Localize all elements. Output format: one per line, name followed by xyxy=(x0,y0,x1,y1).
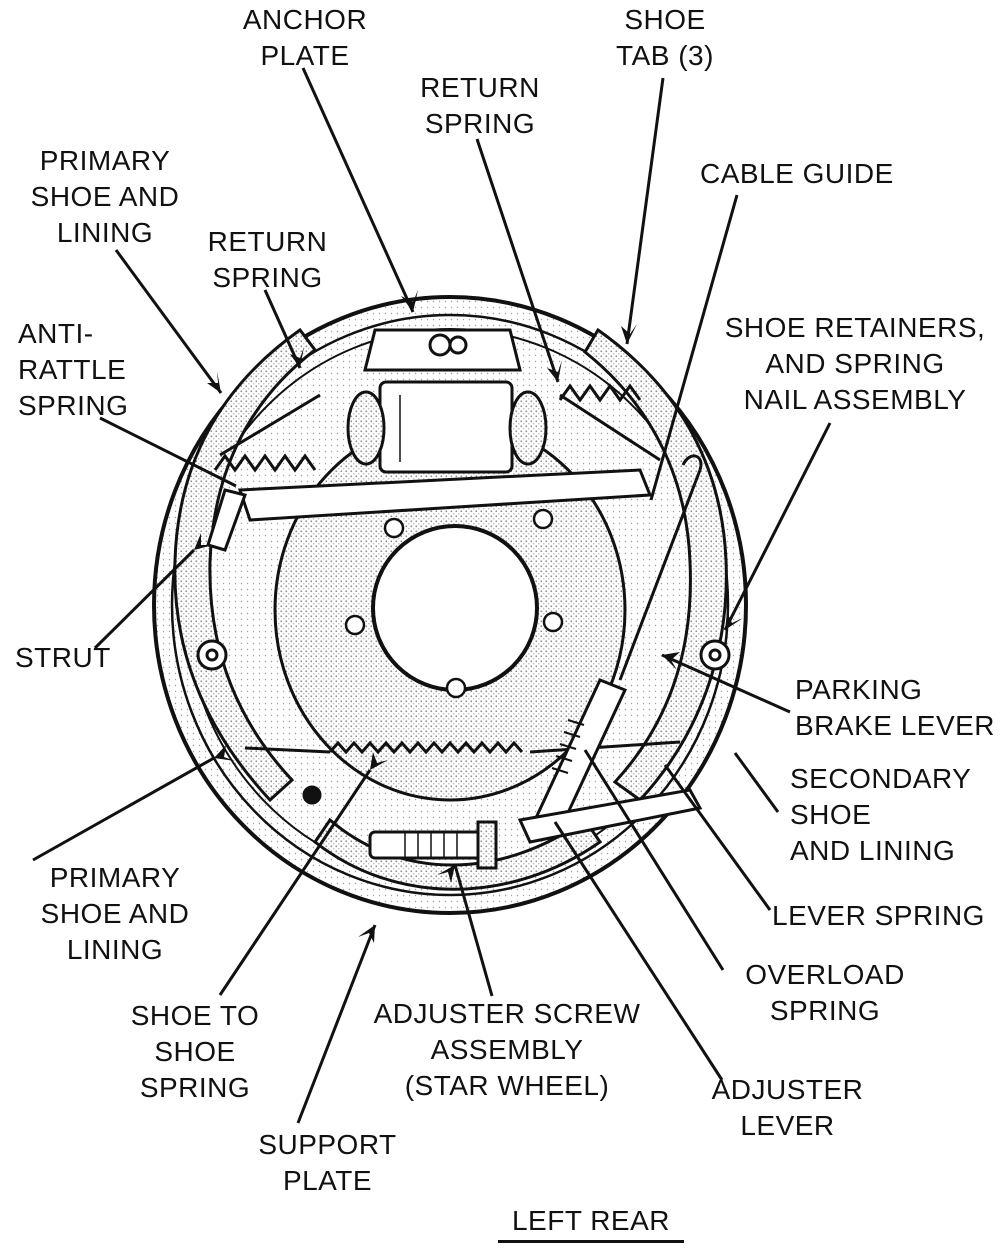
label-primary-shoe-bottom-line3: LINING xyxy=(66,934,164,965)
label-anchor-plate: ANCHOR PLATE xyxy=(225,2,385,74)
label-shoe-retainers-line2: AND SPRING xyxy=(765,348,945,379)
label-shoe-retainers-line1: SHOE RETAINERS, xyxy=(724,312,986,343)
label-lever-spring-line1: LEVER SPRING xyxy=(772,900,985,931)
label-shoe-to-shoe-line2: SHOE xyxy=(154,1036,236,1067)
label-return-spring-top-line1: RETURN xyxy=(420,72,540,103)
label-shoe-tab-line2: TAB (3) xyxy=(616,40,714,71)
label-shoe-retainers-line3: NAIL ASSEMBLY xyxy=(743,384,967,415)
label-shoe-to-shoe-line1: SHOE TO xyxy=(130,1000,260,1031)
label-cable-guide: CABLE GUIDE xyxy=(700,156,894,192)
label-adjuster-screw-line2: ASSEMBLY xyxy=(430,1034,584,1065)
label-anchor-plate-line2: PLATE xyxy=(260,40,350,71)
label-cable-guide-line1: CABLE GUIDE xyxy=(700,158,894,189)
label-adjuster-lever-line2: LEVER xyxy=(740,1110,835,1141)
label-primary-shoe-top-line2: SHOE AND xyxy=(30,181,180,212)
return-springs xyxy=(213,383,661,473)
label-overload-spring-line2: SPRING xyxy=(769,995,881,1026)
label-return-spring-left-line2: SPRING xyxy=(212,262,323,293)
shoe-retainers xyxy=(196,639,731,805)
label-primary-shoe-top-line3: LINING xyxy=(56,217,154,248)
label-secondary-shoe-line3: AND LINING xyxy=(790,835,956,866)
caption-left-rear: LEFT REAR xyxy=(511,1205,671,1236)
label-secondary-shoe: SECONDARY SHOE AND LINING xyxy=(790,761,971,869)
hub xyxy=(273,418,627,802)
parking-brake-mechanism xyxy=(517,454,703,844)
shoe-to-shoe-spring xyxy=(244,740,681,755)
label-adjuster-lever-line1: ADJUSTER xyxy=(711,1074,864,1105)
label-adjuster-screw: ADJUSTER SCREW ASSEMBLY (STAR WHEEL) xyxy=(362,996,652,1104)
label-support-plate-line1: SUPPORT xyxy=(258,1129,397,1160)
leader-lines xyxy=(32,67,832,1124)
label-secondary-shoe-line1: SECONDARY xyxy=(790,763,972,794)
label-return-spring-left-line1: RETURN xyxy=(207,226,328,257)
wheel-cylinder xyxy=(346,380,548,474)
anchor-plate xyxy=(363,328,522,372)
label-parking-brake-lever: PARKING BRAKE LEVER xyxy=(795,672,995,744)
label-secondary-shoe-line2: SHOE xyxy=(790,799,872,830)
label-lever-spring: LEVER SPRING xyxy=(772,898,985,934)
label-parking-brake-line1: PARKING xyxy=(795,674,923,705)
label-primary-shoe-top-line1: PRIMARY xyxy=(39,145,171,176)
label-anti-rattle-line1: ANTI- xyxy=(18,318,94,349)
label-primary-shoe-top: PRIMARY SHOE AND LINING xyxy=(15,143,195,251)
strut xyxy=(206,468,653,552)
label-strut: STRUT xyxy=(15,640,111,676)
label-anti-rattle-spring: ANTI- RATTLE SPRING xyxy=(18,316,128,424)
caption-underline xyxy=(498,1240,684,1243)
label-parking-brake-line2: BRAKE LEVER xyxy=(795,710,996,741)
label-return-spring-top-line2: SPRING xyxy=(424,108,536,139)
label-shoe-to-shoe-spring: SHOE TO SHOE SPRING xyxy=(120,998,270,1106)
label-shoe-retainers: SHOE RETAINERS, AND SPRING NAIL ASSEMBLY xyxy=(715,310,995,418)
label-adjuster-lever: ADJUSTER LEVER xyxy=(700,1072,875,1144)
label-shoe-tab-line1: SHOE xyxy=(624,4,706,35)
label-shoe-tab: SHOE TAB (3) xyxy=(600,2,730,74)
label-adjuster-screw-line1: ADJUSTER SCREW xyxy=(373,998,641,1029)
label-return-spring-left: RETURN SPRING xyxy=(195,224,340,296)
label-overload-spring-line1: OVERLOAD xyxy=(745,959,905,990)
label-anti-rattle-line2: RATTLE xyxy=(18,354,127,385)
label-overload-spring: OVERLOAD SPRING xyxy=(735,957,915,1029)
label-strut-line1: STRUT xyxy=(15,642,111,673)
label-support-plate-line2: PLATE xyxy=(282,1165,373,1196)
label-return-spring-top: RETURN SPRING xyxy=(405,70,555,142)
label-anchor-plate-line1: ANCHOR xyxy=(242,4,368,35)
label-primary-shoe-bottom-line1: PRIMARY xyxy=(49,862,181,893)
label-adjuster-screw-line3: (STAR WHEEL) xyxy=(404,1070,610,1101)
label-shoe-to-shoe-line3: SPRING xyxy=(139,1072,251,1103)
adjuster-screw xyxy=(368,820,498,870)
label-support-plate: SUPPORT PLATE xyxy=(245,1127,410,1199)
label-primary-shoe-bottom: PRIMARY SHOE AND LINING xyxy=(20,860,210,968)
label-anti-rattle-line3: SPRING xyxy=(18,390,129,421)
label-primary-shoe-bottom-line2: SHOE AND xyxy=(40,898,190,929)
arrowheads xyxy=(194,290,743,943)
